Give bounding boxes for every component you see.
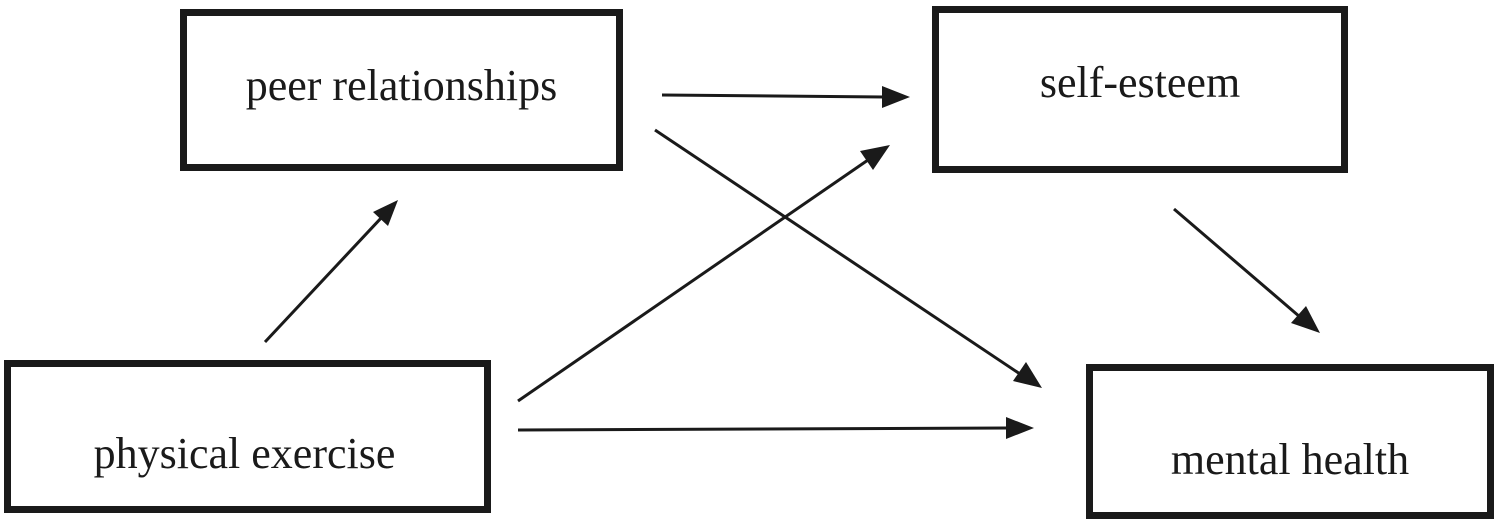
arrow-self-esteem-to-mental-health — [1173, 207, 1320, 333]
arrow-peer-relationships-to-mental-health — [654, 128, 1042, 388]
self-esteem-label: self-esteem — [1039, 58, 1241, 107]
arrow-physical-exercise-to-peer-relationships — [263, 200, 398, 344]
arrow-peer-relationships-to-self-esteem — [661, 86, 910, 108]
mental-health-box: mental health — [1086, 364, 1494, 519]
arrow-physical-exercise-to-mental-health — [517, 417, 1034, 439]
arrow-physical-exercise-to-self-esteem — [517, 145, 890, 403]
peer-relationships-label: peer relationships — [245, 60, 558, 110]
self-esteem-box: self-esteem — [932, 6, 1348, 173]
physical-exercise-label: physical exercise — [93, 429, 396, 478]
mental-health-label: mental health — [1170, 435, 1410, 484]
peer-relationships-box: peer relationships — [180, 9, 623, 171]
physical-exercise-box: physical exercise — [4, 360, 491, 513]
